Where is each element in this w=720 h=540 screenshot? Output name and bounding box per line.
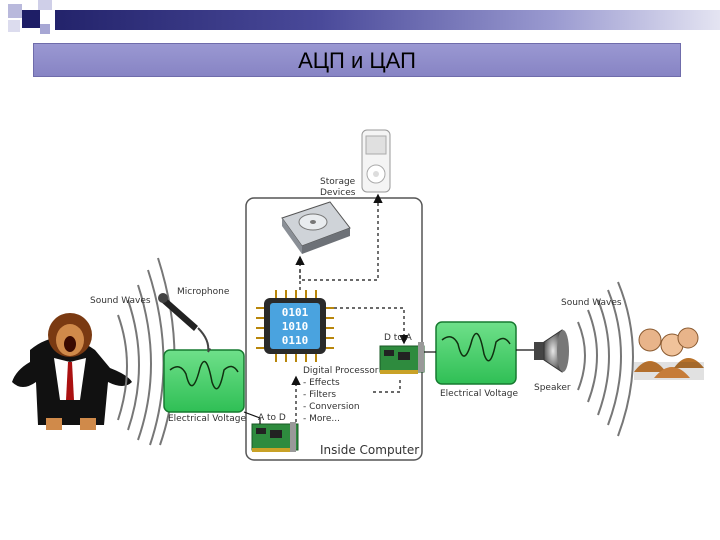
microphone-icon bbox=[158, 293, 210, 353]
people-listeners-icon bbox=[634, 327, 704, 380]
inside-computer-label: Inside Computer bbox=[320, 443, 419, 457]
storage-player-icon bbox=[361, 129, 391, 193]
oscilloscope-right bbox=[435, 321, 517, 385]
a-to-d-label: A to D bbox=[258, 413, 286, 423]
digital-processor-label: Digital Processor bbox=[303, 366, 379, 376]
cpu-bits-1: 0101 bbox=[282, 306, 309, 319]
corner-square bbox=[40, 24, 50, 34]
d-to-a-label: D to A bbox=[384, 333, 413, 343]
corner-square bbox=[8, 20, 20, 32]
corner-square bbox=[38, 0, 52, 10]
storage-devices-label-2: Devices bbox=[320, 188, 356, 198]
dac-card-icon bbox=[379, 342, 425, 374]
oscilloscope-left bbox=[163, 349, 245, 413]
cpu-bits-2: 1010 bbox=[282, 320, 309, 333]
electrical-voltage-left-label: Electrical Voltage bbox=[168, 414, 246, 424]
cpu-chip-icon bbox=[256, 290, 334, 362]
hard-disk-icon bbox=[281, 201, 351, 254]
sound-waves-right bbox=[577, 281, 634, 437]
microphone-label: Microphone bbox=[177, 287, 230, 297]
singer-figure bbox=[12, 313, 132, 430]
adc-dac-diagram: 0101 1010 0110 bbox=[12, 129, 704, 461]
processor-item-filters: - Filters bbox=[303, 390, 336, 400]
title-bar: АЦП и ЦАП bbox=[33, 43, 681, 77]
sound-waves-right-label: Sound Waves bbox=[561, 298, 622, 308]
connection-lines bbox=[243, 193, 534, 424]
cpu-bits-3: 0110 bbox=[282, 334, 309, 347]
slide-title: АЦП и ЦАП bbox=[298, 48, 416, 73]
processor-item-effects: - Effects bbox=[303, 378, 340, 388]
corner-square bbox=[22, 10, 40, 28]
speaker-label: Speaker bbox=[534, 383, 571, 393]
electrical-voltage-right-label: Electrical Voltage bbox=[440, 389, 518, 399]
processor-item-conversion: - Conversion bbox=[303, 402, 360, 412]
processor-item-more: - More... bbox=[303, 414, 340, 424]
storage-devices-label-1: Storage bbox=[320, 177, 356, 187]
adc-card-icon bbox=[251, 422, 299, 452]
header-band bbox=[55, 10, 720, 30]
corner-square bbox=[8, 4, 22, 18]
sound-waves-left-label: Sound Waves bbox=[90, 296, 151, 306]
speaker-icon bbox=[534, 329, 569, 373]
computer-box bbox=[245, 197, 423, 461]
